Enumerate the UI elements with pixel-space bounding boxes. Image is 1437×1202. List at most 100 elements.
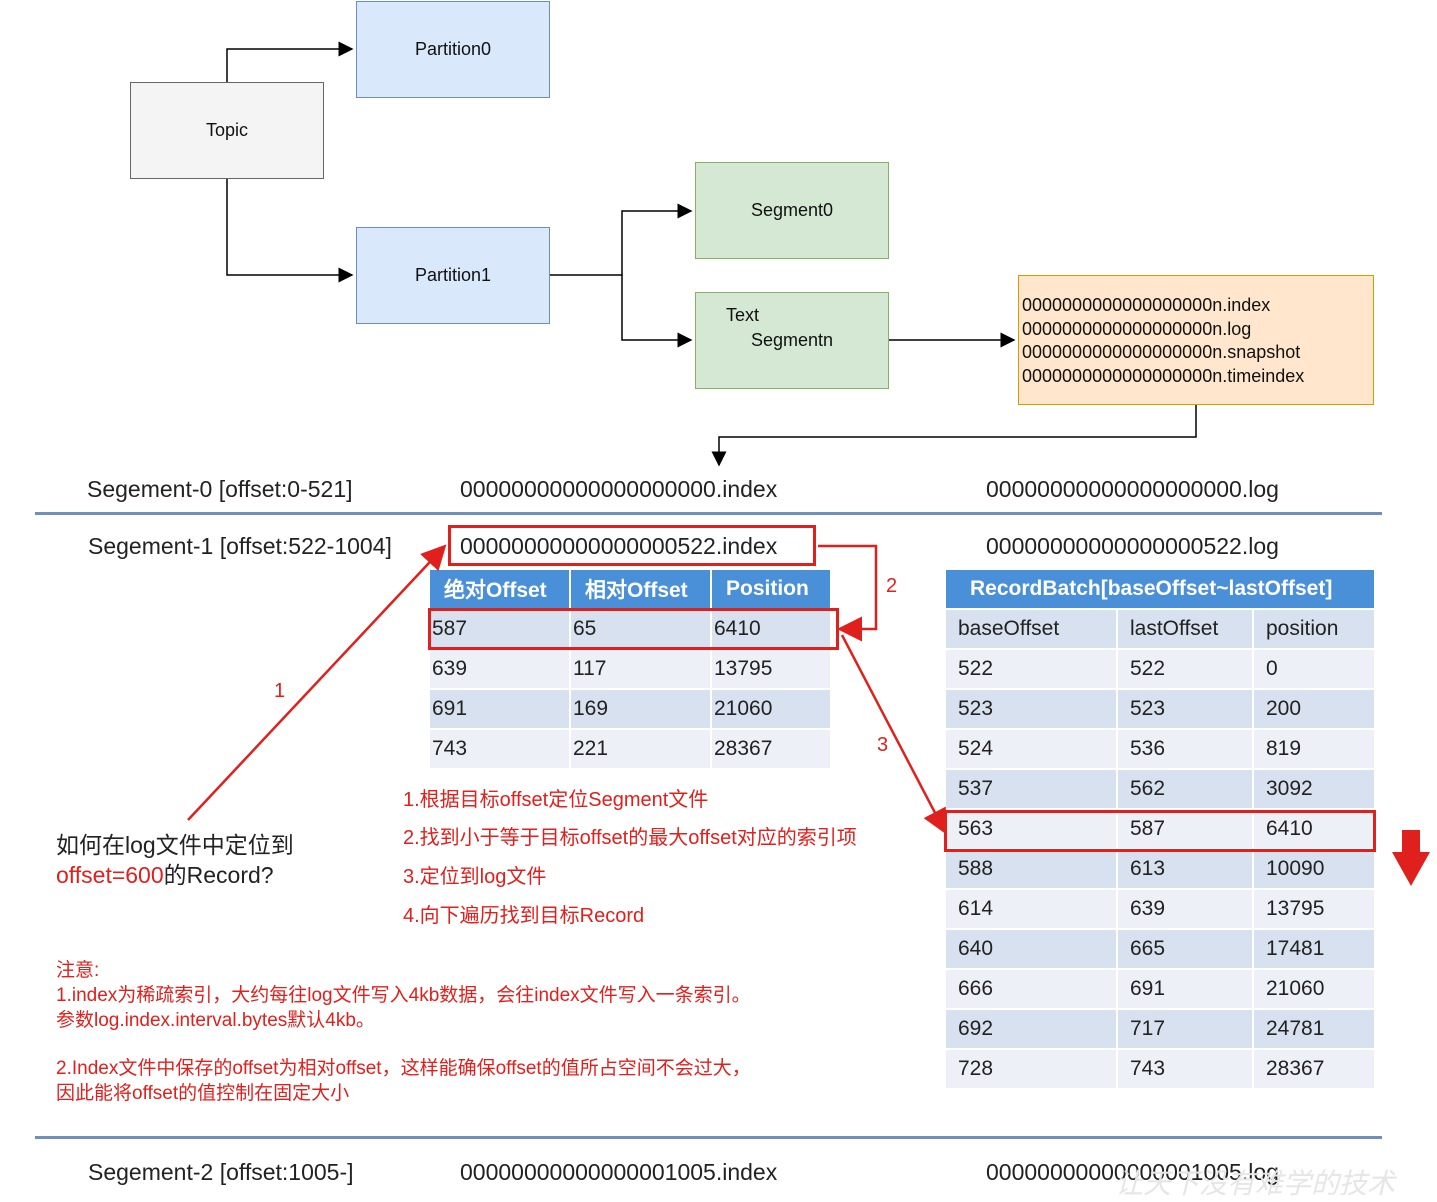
table-row: baseOffset lastOffset position: [946, 610, 1374, 648]
partition1-label: Partition1: [414, 265, 492, 285]
rb-cell: 523: [946, 690, 1116, 728]
partition1-to-segment0-arrow: [550, 203, 693, 276]
index-cell: 221: [571, 730, 710, 768]
arrow-number-3: 3: [877, 734, 889, 756]
question-text: 如何在log文件中定位到 offset=600的Record?: [56, 830, 294, 890]
partition1-node: Partition1: [356, 227, 550, 324]
rb-cell: 28367: [1254, 1050, 1374, 1088]
segment2-log-file: 00000000000000001005.log: [986, 1159, 1279, 1185]
rb-cell: 640: [946, 930, 1116, 968]
watermark: 让天下没有难学的技术: [1115, 1168, 1396, 1199]
note-1b: 参数log.index.interval.bytes默认4kb。: [56, 1010, 375, 1031]
rb-cell: 666: [946, 970, 1116, 1008]
rb-cell: 536: [1118, 730, 1252, 768]
file-log: 0000000000000000000n.log: [1022, 318, 1252, 339]
index-cell: 28367: [712, 730, 830, 768]
index-cell: 21060: [712, 690, 830, 728]
files-to-segments-arrow: [711, 405, 1197, 467]
table-row: 691 169 21060: [430, 690, 830, 728]
index-cell: 6410: [712, 610, 830, 648]
segment2-index-file: 00000000000000001005.index: [460, 1159, 778, 1185]
recordbatch-header-base: baseOffset: [946, 610, 1116, 648]
file-index: 0000000000000000000n.index: [1022, 295, 1271, 315]
segment0-label-text: Segement-0 [offset:0-521]: [87, 476, 353, 502]
index-cell: 587: [430, 610, 569, 648]
partition1-to-segmentn-arrow: [621, 275, 693, 348]
index-cell: 65: [571, 610, 710, 648]
step-4: 4.向下遍历找到目标Record: [403, 905, 645, 927]
segment0-label: Segment0: [750, 200, 834, 220]
rb-cell: 588: [946, 850, 1116, 888]
notes-title: 注意:: [56, 960, 100, 981]
arrow-number-2: 2: [886, 575, 898, 597]
rb-cell: 21060: [1254, 970, 1374, 1008]
question-line2: offset=600的Record?: [56, 860, 294, 890]
rb-cell: 614: [946, 890, 1116, 928]
partition0-node: Partition0: [356, 1, 550, 98]
segment-files-node: 0000000000000000000n.index 0000000000000…: [1018, 275, 1374, 405]
segment0-log-file: 00000000000000000000.log: [986, 476, 1279, 502]
index-cell: 169: [571, 690, 710, 728]
rb-cell: 639: [1118, 890, 1252, 928]
topic-to-partition1-arrow: [226, 179, 354, 283]
step-1: 1.根据目标offset定位Segment文件: [403, 789, 709, 811]
rb-cell: 523: [1118, 690, 1252, 728]
rb-cell: 692: [946, 1010, 1116, 1048]
step-2: 2.找到小于等于目标offset的最大offset对应的索引项: [403, 827, 857, 849]
arrow-1: [187, 544, 447, 821]
note-2a: 2.Index文件中保存的offset为相对offset，这样能确保offset…: [56, 1058, 751, 1079]
segmentn-node: Text Segmentn: [695, 292, 889, 389]
table-row: 587 65 6410: [430, 610, 830, 648]
arrow-number-1: 1: [274, 680, 286, 702]
step-3: 3.定位到log文件: [403, 866, 547, 888]
table-row: 743 221 28367: [430, 730, 830, 768]
recordbatch-header-position: position: [1254, 610, 1374, 648]
rb-cell: 691: [1118, 970, 1252, 1008]
divider-bottom: [35, 1136, 1382, 1139]
rb-cell: 613: [1118, 850, 1252, 888]
rb-cell: 3092: [1254, 770, 1374, 808]
rb-cell: 562: [1118, 770, 1252, 808]
table-row: 639 117 13795: [430, 650, 830, 688]
index-header-position: Position: [712, 570, 830, 608]
index-cell: 691: [430, 690, 569, 728]
segment1-log-file: 00000000000000000522.log: [986, 533, 1279, 559]
recordbatch-title: RecordBatch[baseOffset~lastOffset]: [946, 570, 1374, 608]
note-1a: 1.index为稀疏索引，大约每往log文件写入4kb数据，会往index文件写…: [56, 985, 751, 1006]
question-line1: 如何在log文件中定位到: [56, 832, 294, 858]
question-record: 的Record?: [163, 862, 274, 888]
rb-cell: 743: [1118, 1050, 1252, 1088]
segmentn-label: Segmentn: [750, 330, 834, 350]
rb-cell: 24781: [1254, 1010, 1374, 1048]
index-cell: 117: [571, 650, 710, 688]
rb-cell: 524: [946, 730, 1116, 768]
rb-cell: 522: [1118, 650, 1252, 688]
divider-top: [35, 512, 1382, 515]
structure-connectors: [226, 41, 1197, 467]
segment0-index-file: 00000000000000000000.index: [460, 476, 778, 502]
rb-cell: 537: [946, 770, 1116, 808]
index-table: 绝对Offset 相对Offset Position 587 65 6410 6…: [428, 568, 832, 770]
recordbatch-table: RecordBatch[baseOffset~lastOffset] baseO…: [944, 568, 1376, 1090]
question-offset: offset=600: [56, 862, 164, 888]
segment2-label-text: Segement-2 [offset:1005-]: [88, 1159, 354, 1185]
rb-cell: 13795: [1254, 890, 1374, 928]
segment1-index-highlight: [448, 525, 816, 566]
rb-cell: 665: [1118, 930, 1252, 968]
segment0-node: Segment0: [695, 162, 889, 259]
topic-to-partition0-arrow: [226, 41, 354, 82]
topic-label: Topic: [205, 120, 249, 140]
notes-block: 注意: 1.index为稀疏索引，大约每往log文件写入4kb数据，会往inde…: [56, 958, 751, 1106]
rb-cell: 200: [1254, 690, 1374, 728]
annotation-arrows: [187, 544, 1430, 886]
topic-node: Topic: [130, 82, 324, 179]
rb-cell: 728: [946, 1050, 1116, 1088]
